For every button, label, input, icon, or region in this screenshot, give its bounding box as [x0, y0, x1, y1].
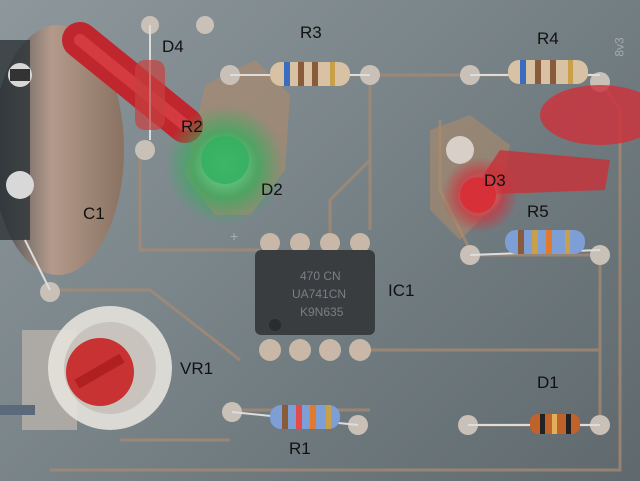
label-ic1: IC1	[388, 281, 415, 300]
label-r1: R1	[289, 439, 311, 458]
resistor-r1	[231, 405, 359, 429]
resistor-r3	[230, 62, 370, 86]
svg-text:K9N635: K9N635	[300, 305, 344, 319]
led-d2-green	[165, 105, 285, 225]
resistor-r4	[470, 60, 600, 84]
label-c1: C1	[83, 204, 105, 223]
jumper-wire	[24, 239, 51, 291]
label-r5: R5	[527, 202, 549, 221]
diode-d1	[468, 414, 600, 434]
label-d2: D2	[261, 180, 283, 199]
svg-text:UA741CN: UA741CN	[292, 287, 346, 301]
svg-text:470 CN: 470 CN	[300, 269, 341, 283]
red-wire-top-left	[62, 22, 203, 143]
label-r3: R3	[300, 23, 322, 42]
label-d3: D3	[484, 171, 506, 190]
led-d3-red	[442, 157, 518, 233]
resistor-r5	[469, 230, 601, 256]
label-d4: D4	[162, 37, 184, 56]
trimmer-vr1	[22, 306, 172, 430]
board-polarity-mark: +	[230, 228, 239, 244]
ic1-chip: 470 CN UA741CN K9N635	[255, 250, 375, 335]
label-d1: D1	[537, 373, 559, 392]
diode-d4	[135, 25, 165, 140]
label-vr1: VR1	[180, 359, 214, 378]
board-corner-mark: 8v3	[612, 37, 627, 57]
label-r2: R2	[181, 117, 203, 136]
label-r4: R4	[537, 29, 559, 48]
capacitor-c1	[0, 25, 124, 275]
